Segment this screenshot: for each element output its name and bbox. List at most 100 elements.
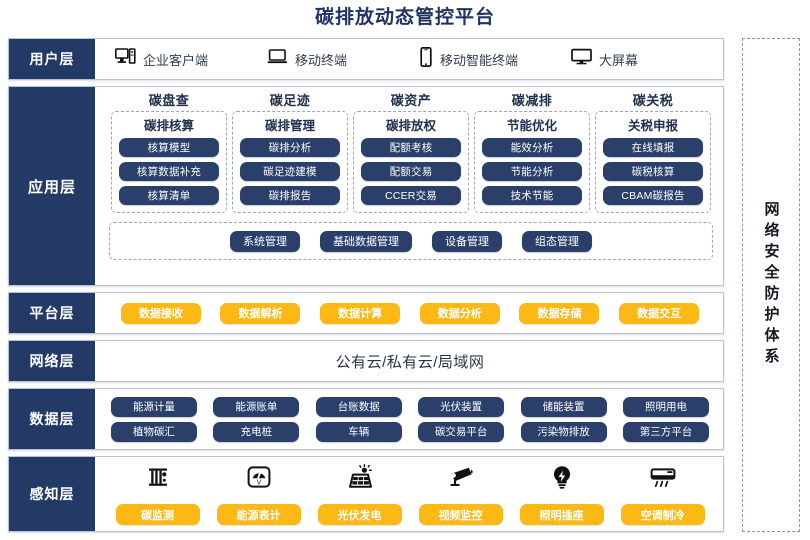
sense-layer-grid: 碳监测 V 能源表计 — [97, 463, 723, 525]
data-layer-row: 数据层 能源计量 能源账单 台账数据 光伏装置 储能装置 照明用电 植物碳汇 充… — [8, 388, 724, 450]
management-pill-system[interactable]: 系统管理 — [230, 230, 300, 252]
app-feature-pill[interactable]: 能效分析 — [482, 138, 582, 157]
app-feature-pill[interactable]: 碳排报告 — [240, 186, 340, 205]
platform-chip[interactable]: 数据存储 — [519, 302, 600, 324]
data-chip[interactable]: 植物碳汇 — [111, 421, 197, 442]
app-feature-pill[interactable]: 碳税核算 — [603, 162, 703, 181]
network-layer-row: 网络层 公有云/私有云/局域网 — [8, 340, 724, 382]
app-feature-pill[interactable]: 核算模型 — [119, 138, 219, 157]
app-column-subtitle: 关税申报 — [627, 119, 678, 133]
data-chip[interactable]: 充电桩 — [213, 421, 300, 442]
svg-text:V: V — [256, 479, 261, 486]
sense-item-label[interactable]: 能源表计 — [216, 504, 301, 525]
platform-layer-label: 平台层 — [9, 293, 97, 333]
management-pill-basic-data[interactable]: 基础数据管理 — [320, 230, 412, 252]
app-feature-pill[interactable]: 在线填报 — [603, 138, 703, 157]
app-feature-pill[interactable]: CBAM碳报告 — [603, 186, 703, 205]
data-chip[interactable]: 能源计量 — [111, 396, 197, 417]
data-layer-label: 数据层 — [9, 389, 97, 449]
platform-chip[interactable]: 数据交互 — [619, 302, 700, 324]
platform-chip[interactable]: 数据解析 — [220, 302, 301, 324]
app-column-subtitle: 碳排核算 — [143, 119, 194, 133]
data-chip[interactable]: 光伏装置 — [418, 396, 505, 417]
app-column-title: 碳减排 — [511, 93, 553, 108]
carbon-monitor-icon — [144, 463, 172, 496]
light-bulb-icon — [548, 463, 576, 496]
app-column-subtitle: 节能优化 — [506, 119, 557, 133]
application-layer-label: 应用层 — [9, 87, 97, 285]
data-chip[interactable]: 照明用电 — [622, 396, 709, 417]
sense-item-label[interactable]: 碳监测 — [115, 504, 200, 525]
app-feature-pill[interactable]: 核算清单 — [119, 186, 219, 205]
sense-item-label[interactable]: 空调制冷 — [620, 504, 705, 525]
platform-layer-body: 数据接收 数据解析 数据计算 数据分析 数据存储 数据交互 — [97, 293, 723, 333]
sense-item-lighting-socket[interactable]: 照明插座 — [519, 463, 604, 525]
sense-item-video-surveillance[interactable]: 视频监控 — [418, 463, 503, 525]
data-layer-grid: 能源计量 能源账单 台账数据 光伏装置 储能装置 照明用电 植物碳汇 充电桩 车… — [97, 392, 723, 447]
network-layer-body: 公有云/私有云/局域网 — [97, 341, 723, 381]
sense-item-label[interactable]: 照明插座 — [519, 504, 604, 525]
data-chip[interactable]: 储能装置 — [520, 396, 607, 417]
sense-item-solar-power[interactable]: 光伏发电 — [317, 463, 402, 525]
data-chip[interactable]: 碳交易平台 — [418, 421, 505, 442]
app-feature-pill[interactable]: 技术节能 — [482, 186, 582, 205]
desktop-pc-icon — [115, 48, 136, 70]
app-column-box: 碳排管理 碳排分析 碳足迹建模 碳排报告 — [232, 111, 348, 213]
application-layer-row: 应用层 碳盘查 碳排核算 核算模型 核算数据补充 核算清单 碳足迹 — [8, 86, 724, 286]
data-chip[interactable]: 车辆 — [315, 421, 402, 442]
app-column-title: 碳足迹 — [269, 93, 311, 108]
app-feature-pill[interactable]: 核算数据补充 — [119, 162, 219, 181]
user-item-label: 移动智能终端 — [440, 52, 519, 68]
user-layer-items: 企业客户端 移动终端 — [97, 46, 723, 72]
app-feature-pill[interactable]: 配额交易 — [361, 162, 461, 181]
air-conditioner-icon — [649, 463, 677, 496]
app-feature-pill[interactable]: 碳足迹建模 — [240, 162, 340, 181]
data-chip[interactable]: 能源账单 — [213, 396, 300, 417]
app-column-title: 碳盘查 — [148, 93, 190, 108]
sense-item-label[interactable]: 光伏发电 — [317, 504, 402, 525]
data-layer-row-2: 植物碳汇 充电桩 车辆 碳交易平台 污染物排放 第三方平台 — [111, 421, 709, 442]
management-pill-configuration[interactable]: 组态管理 — [522, 230, 592, 252]
data-chip[interactable]: 第三方平台 — [622, 421, 709, 442]
app-column-box: 关税申报 在线填报 碳税核算 CBAM碳报告 — [595, 111, 711, 213]
app-column-carbon-footprint: 碳足迹 碳排管理 碳排分析 碳足迹建模 碳排报告 — [232, 90, 348, 213]
app-feature-pill[interactable]: 配额考核 — [361, 138, 461, 157]
network-layer-label: 网络层 — [9, 341, 97, 381]
sense-item-label[interactable]: 视频监控 — [418, 504, 503, 525]
platform-layer-row: 平台层 数据接收 数据解析 数据计算 数据分析 数据存储 数据交互 — [8, 292, 724, 334]
sense-item-carbon-monitoring[interactable]: 碳监测 — [115, 463, 200, 525]
platform-chip[interactable]: 数据接收 — [120, 302, 201, 324]
solar-panel-icon — [346, 463, 374, 496]
smartphone-icon — [419, 46, 433, 72]
app-column-carbon-tariff: 碳关税 关税申报 在线填报 碳税核算 CBAM碳报告 — [595, 90, 711, 213]
page-title: 碳排放动态管控平台 — [314, 7, 495, 28]
user-item-large-screen[interactable]: 大屏幕 — [571, 47, 723, 72]
user-layer-body: 企业客户端 移动终端 — [97, 39, 723, 79]
app-column-subtitle: 碳排放权 — [385, 119, 436, 133]
management-pill-device[interactable]: 设备管理 — [432, 230, 502, 252]
platform-chip[interactable]: 数据分析 — [419, 302, 500, 324]
app-column-box: 节能优化 能效分析 节能分析 技术节能 — [474, 111, 590, 213]
data-chip[interactable]: 污染物排放 — [520, 421, 607, 442]
laptop-icon — [267, 48, 288, 70]
network-security-label: 网络安全防护体系 — [762, 201, 780, 369]
application-management-box: 系统管理 基础数据管理 设备管理 组态管理 — [109, 222, 713, 260]
network-security-band: 网络安全防护体系 — [742, 38, 800, 532]
user-item-smart-mobile-terminal[interactable]: 移动智能终端 — [419, 46, 571, 72]
platform-chip-list: 数据接收 数据解析 数据计算 数据分析 数据存储 数据交互 — [97, 302, 723, 324]
platform-chip[interactable]: 数据计算 — [320, 302, 401, 324]
user-item-enterprise-client[interactable]: 企业客户端 — [115, 47, 267, 72]
app-column-carbon-asset: 碳资产 碳排放权 配额考核 配额交易 CCER交易 — [353, 90, 469, 213]
app-column-box: 碳排放权 配额考核 配额交易 CCER交易 — [353, 111, 469, 213]
app-feature-pill[interactable]: 碳排分析 — [240, 138, 340, 157]
sense-item-air-conditioning[interactable]: 空调制冷 — [620, 463, 705, 525]
data-chip[interactable]: 台账数据 — [315, 396, 402, 417]
user-item-mobile-terminal[interactable]: 移动终端 — [267, 47, 419, 72]
app-column-carbon-reduction: 碳减排 节能优化 能效分析 节能分析 技术节能 — [474, 90, 590, 213]
energy-meter-icon: V — [245, 463, 273, 496]
app-feature-pill[interactable]: 节能分析 — [482, 162, 582, 181]
sense-item-energy-meter[interactable]: V 能源表计 — [216, 463, 301, 525]
user-layer-row: 用户层 企业客户端 — [8, 38, 724, 80]
app-feature-pill[interactable]: CCER交易 — [361, 186, 461, 205]
